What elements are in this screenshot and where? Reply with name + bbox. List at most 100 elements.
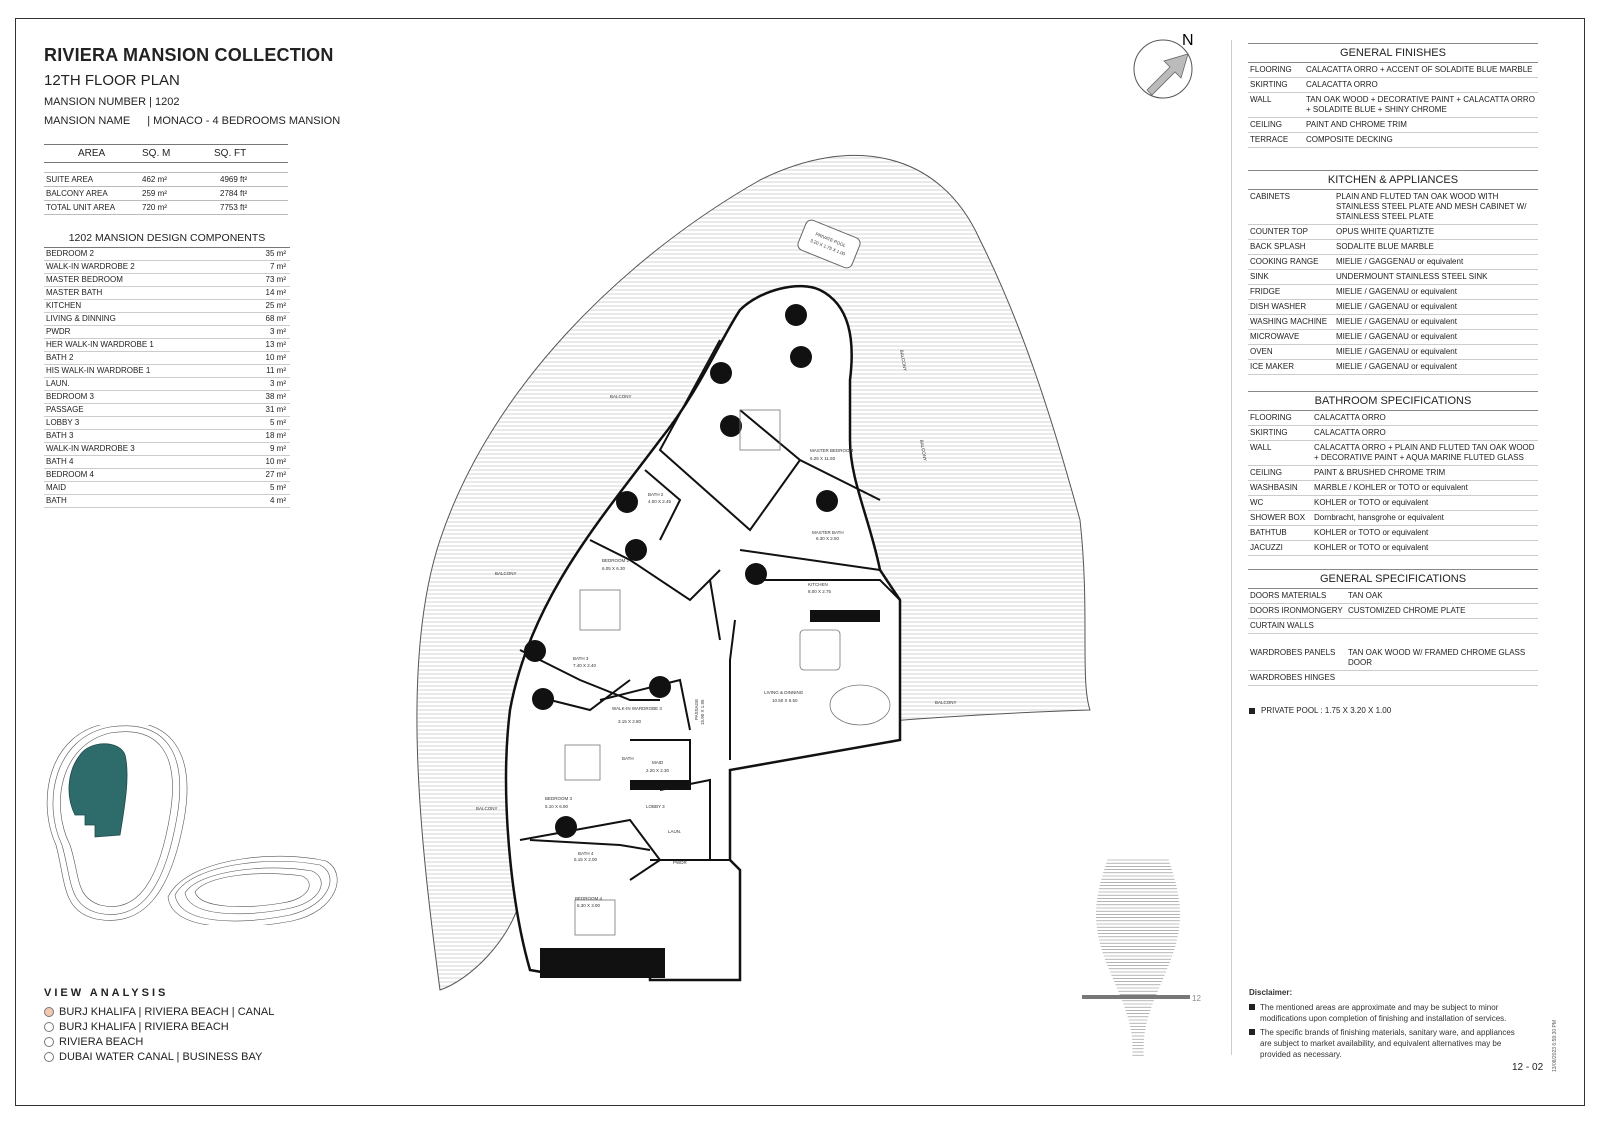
component-area: 13 m²: [265, 340, 286, 349]
spec-key: WASHING MACHINE: [1250, 317, 1328, 326]
sqft-header: SQ. FT: [212, 144, 288, 163]
component-name: LIVING & DINNING: [46, 314, 116, 323]
component-name: PASSAGE: [46, 405, 84, 414]
component-name: MASTER BATH: [46, 288, 103, 297]
floor-plan: PRIVATE POOL 3.20 X 1.75 X 1.00 BALCONY …: [416, 155, 1091, 991]
view-option[interactable]: RIVIERA BEACH: [44, 1034, 274, 1049]
area-table-header: AREA SQ. M SQ. FT: [44, 144, 288, 163]
area-name: TOTAL UNIT AREA: [44, 200, 140, 215]
spec-key: WALL: [1250, 443, 1272, 452]
spec-value: KOHLER or TOTO or equivalent: [1314, 498, 1429, 507]
spec-value: MARBLE / KOHLER or TOTO or equivalent: [1314, 483, 1468, 492]
view-option-label: BURJ KHALIFA | RIVIERA BEACH | CANAL: [59, 1005, 275, 1018]
spec-key: SINK: [1250, 272, 1269, 281]
radio-icon[interactable]: [44, 1051, 54, 1062]
mansion-name: MANSION NAME | MONACO - 4 BEDROOMS MANSI…: [44, 115, 340, 127]
balcony-label: BALCONY: [495, 571, 517, 576]
bedroom4-label: BEDROOM 4: [575, 896, 603, 901]
component-name: MAID: [46, 483, 66, 492]
spec-value: CUSTOMIZED CHROME PLATE: [1348, 606, 1466, 615]
walkin3-dims: 3.15 X 2.80: [618, 719, 642, 724]
component-area: 5 m²: [270, 418, 286, 427]
bullet-icon: [1249, 1029, 1255, 1035]
laun-label: LAUN.: [668, 829, 681, 834]
spec-value: CALACATTA ORRO: [1306, 80, 1378, 89]
disclaimer: Disclaimer: The mentioned areas are appr…: [1249, 987, 1524, 1060]
disclaimer-text: The mentioned areas are approximate and …: [1260, 1003, 1507, 1023]
spec-key: MICROWAVE: [1250, 332, 1300, 341]
area-table: AREA SQ. M SQ. FT SUITE AREA 462 m² 4969…: [44, 144, 288, 215]
spec-key: WARDROBES PANELS: [1250, 648, 1336, 657]
balcony-label: BALCONY: [899, 349, 908, 371]
radio-icon[interactable]: [44, 1021, 54, 1032]
spec-key: COOKING RANGE: [1250, 257, 1319, 266]
component-name: BEDROOM 3: [46, 392, 95, 401]
furniture: [564, 409, 891, 936]
view-analysis: VIEW ANALYSIS BURJ KHALIFA | RIVIERA BEA…: [44, 987, 274, 1064]
private-pool-note: PRIVATE POOL : 1.75 X 3.20 X 1.00: [1249, 706, 1391, 715]
bullet-icon: [1249, 707, 1255, 714]
spec-key: DOORS MATERIALS: [1250, 591, 1327, 600]
component-area: 14 m²: [265, 288, 286, 297]
maid-label: MAID: [652, 760, 664, 765]
spec-key: SKIRTING: [1250, 80, 1288, 89]
view-option[interactable]: DUBAI WATER CANAL | BUSINESS BAY: [44, 1049, 274, 1064]
component-area: 9 m²: [270, 444, 286, 453]
bath2-dims: 4.00 X 2.45: [648, 499, 672, 504]
spec-value: OPUS WHITE QUARTIZTE: [1336, 227, 1435, 236]
balcony-label: BALCONY: [476, 806, 498, 811]
radio-selected-icon[interactable]: [44, 1006, 54, 1017]
component-area: 11 m²: [266, 366, 286, 375]
spec-value: SODALITE BLUE MARBLE: [1336, 242, 1434, 251]
area-name: BALCONY AREA: [44, 186, 140, 201]
spec-key: FRIDGE: [1250, 287, 1281, 296]
component-name: LAUN.: [46, 379, 70, 388]
north-compass-icon: N: [1133, 32, 1194, 99]
key-plan: [46, 725, 338, 925]
kitchen-dims: 8.00 X 2.75: [808, 589, 832, 594]
unit-outline: [504, 284, 902, 982]
view-option[interactable]: BURJ KHALIFA | RIVIERA BEACH: [44, 1019, 274, 1034]
list-item: MASTER BATH 14 m²: [44, 287, 290, 300]
master-bedroom-label: MASTER BEDROOM: [810, 448, 854, 453]
bedroom4-dims: 6.30 X 3.90: [577, 903, 601, 908]
disclaimer-title: Disclaimer:: [1249, 988, 1293, 997]
bathroom-title: BATHROOM SPECIFICATIONS: [1248, 391, 1538, 411]
passage-label: PASSAGE: [694, 699, 699, 720]
component-area: 4 m²: [270, 496, 286, 505]
living-dims: 10.50 X 6.50: [772, 698, 798, 703]
radio-icon[interactable]: [44, 1036, 54, 1047]
spec-key: CURTAIN WALLS: [1250, 621, 1314, 630]
component-name: BEDROOM 4: [46, 470, 95, 479]
spec-key: JACUZZI: [1250, 543, 1283, 552]
mansion-number-label: MANSION NUMBER: [44, 96, 147, 108]
component-name: KITCHEN: [46, 301, 82, 310]
floor-plan-title: 12TH FLOOR PLAN: [44, 72, 180, 89]
view-option[interactable]: BURJ KHALIFA | RIVIERA BEACH | CANAL: [44, 1004, 274, 1019]
area-sqft: 4969 ft²: [212, 172, 288, 187]
components-title: 1202 MANSION DESIGN COMPONENTS: [44, 230, 290, 248]
general-finishes-title: GENERAL FINISHES: [1248, 43, 1538, 63]
spec-key: SKIRTING: [1250, 428, 1288, 437]
area-sqft: 2784 ft²: [212, 186, 288, 201]
slab: [630, 780, 690, 790]
bedroom2-dims: 6.05 X 6.30: [602, 566, 626, 571]
kitchen-label: KITCHEN: [808, 582, 828, 587]
